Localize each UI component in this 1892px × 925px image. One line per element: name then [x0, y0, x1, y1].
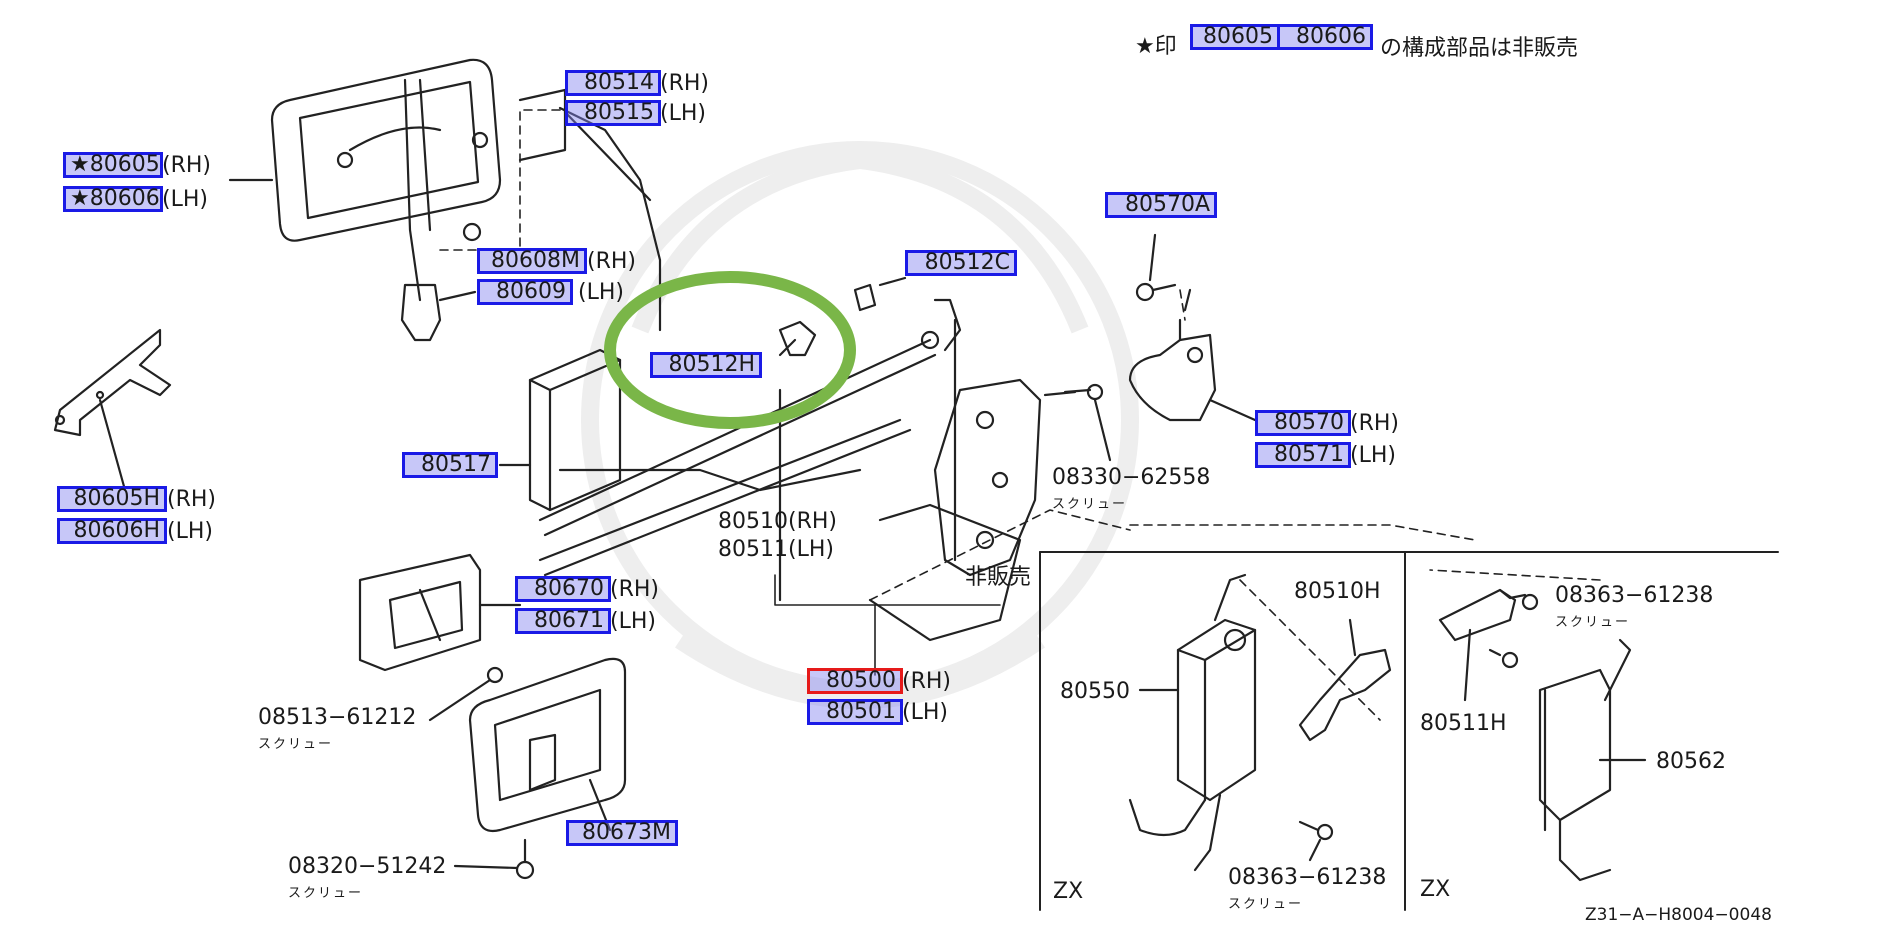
header-star-prefix: ★印	[1135, 34, 1177, 59]
label-zx-08363-right: 08363−61238	[1555, 583, 1714, 608]
label-08320-screw: スクリュー	[288, 886, 364, 901]
pad-80517-drawing	[498, 348, 622, 512]
hotspot-80671[interactable]: 80671	[515, 608, 611, 634]
hotspot-80570a[interactable]: 80570A	[1105, 192, 1217, 218]
zx-screw-left-drawing	[1298, 820, 1334, 862]
id-80605: 80605	[89, 152, 160, 177]
lock-body-drawing	[868, 298, 1077, 642]
label-zx-right: ZX	[1420, 877, 1451, 902]
hotspot-80571[interactable]: 80571	[1255, 442, 1351, 468]
header-note-suffix: の構成部品は非販売	[1380, 36, 1579, 61]
label-zx-80511h: 80511H	[1420, 711, 1507, 736]
dashed-leaders	[439, 109, 1601, 721]
bracket-lines	[774, 574, 1001, 676]
label-zx-80562: 80562	[1656, 749, 1726, 774]
hotspot-header-80606[interactable]: 80606	[1277, 24, 1373, 50]
hotspot-80514[interactable]: 80514	[565, 70, 661, 96]
hotspot-80500[interactable]: 80500	[807, 668, 903, 694]
side-80609: (LH)	[578, 280, 624, 305]
label-08330: 08330−62558	[1052, 465, 1211, 490]
star-80605: ★	[70, 152, 90, 177]
side-80570: (RH)	[1350, 411, 1399, 436]
side-80605: (RH)	[162, 153, 211, 178]
header-note: ★印	[1135, 34, 1177, 60]
hotspot-80512c[interactable]: 80512C	[905, 250, 1017, 276]
label-not-sold: 非販売	[965, 565, 1032, 590]
hotspot-80608m[interactable]: 80608M	[477, 248, 587, 274]
hotspot-80606h[interactable]: 80606H	[57, 518, 167, 544]
highlight-ring	[604, 271, 856, 429]
side-80571: (LH)	[1350, 443, 1396, 468]
clip-80512c-drawing	[853, 276, 907, 312]
inside-handle-drawing	[358, 553, 522, 722]
label-zx-80510h: 80510H	[1294, 579, 1381, 604]
star-80606: ★	[70, 186, 90, 211]
hotspot-80605[interactable]: ★80605	[63, 152, 163, 178]
bracket-80605h-drawing	[53, 328, 172, 492]
label-zx-08363-left: 08363−61238	[1228, 865, 1387, 890]
label-08513: 08513−61212	[258, 705, 417, 730]
hotspot-80515[interactable]: 80515	[565, 100, 661, 126]
watermark	[581, 141, 1139, 709]
hotspot-80606[interactable]: ★80606	[63, 186, 163, 212]
label-80511: 80511(LH)	[718, 537, 834, 562]
diagram-code: Z31−A−H8004−0048	[1585, 905, 1772, 925]
label-zx-left: ZX	[1053, 879, 1084, 904]
label-08513-screw: スクリュー	[258, 737, 334, 752]
label-08330-screw: スクリュー	[1052, 497, 1128, 512]
escutcheon-drawing	[468, 657, 627, 833]
screw-08330-drawing	[1063, 383, 1112, 462]
hotspot-header-80605[interactable]: 80605	[1190, 24, 1280, 50]
outer-handle-drawing	[228, 58, 567, 302]
side-80671: (LH)	[610, 609, 656, 634]
key-cylinder-drawing	[400, 222, 482, 342]
side-80500: (RH)	[902, 669, 951, 694]
hotspot-80570[interactable]: 80570	[1255, 410, 1351, 436]
hotspot-80512h[interactable]: 80512H	[650, 352, 762, 378]
side-80515: (LH)	[660, 101, 706, 126]
side-80608m: (RH)	[587, 249, 636, 274]
actuator-80550-drawing	[1128, 573, 1257, 872]
label-08320: 08320−51242	[288, 854, 447, 879]
hotspot-80609[interactable]: 80609	[477, 279, 573, 305]
side-80670: (RH)	[610, 577, 659, 602]
side-80605h: (RH)	[167, 487, 216, 512]
side-80501: (LH)	[902, 700, 948, 725]
long-rods-drawing	[538, 338, 937, 602]
hotspot-80670[interactable]: 80670	[515, 576, 611, 602]
rod-80514-drawing	[558, 106, 662, 332]
label-zx-08363-right-screw: スクリュー	[1555, 615, 1631, 630]
label-80510: 80510(RH)	[718, 509, 837, 534]
side-80606: (LH)	[162, 187, 208, 212]
striker-80570-drawing	[1128, 288, 1257, 422]
side-80606h: (LH)	[167, 519, 213, 544]
side-80514: (RH)	[660, 71, 709, 96]
hotspot-80673m[interactable]: 80673M	[566, 820, 678, 846]
hotspot-80517[interactable]: 80517	[402, 452, 498, 478]
clip-80512h-drawing	[778, 320, 817, 357]
label-zx-08363-left-screw: スクリュー	[1228, 897, 1304, 912]
zx-inset-frame	[1039, 551, 1779, 911]
id-80606: 80606	[89, 186, 160, 211]
screw-80570a-drawing	[1135, 233, 1177, 302]
screw-08320-drawing	[453, 838, 535, 880]
hotspot-80605h[interactable]: 80605H	[57, 486, 167, 512]
hotspot-80501[interactable]: 80501	[807, 699, 903, 725]
label-zx-80550: 80550	[1060, 679, 1130, 704]
zx-right-parts-drawing	[1438, 588, 1647, 882]
zx-lock-left-drawing	[1298, 618, 1392, 742]
